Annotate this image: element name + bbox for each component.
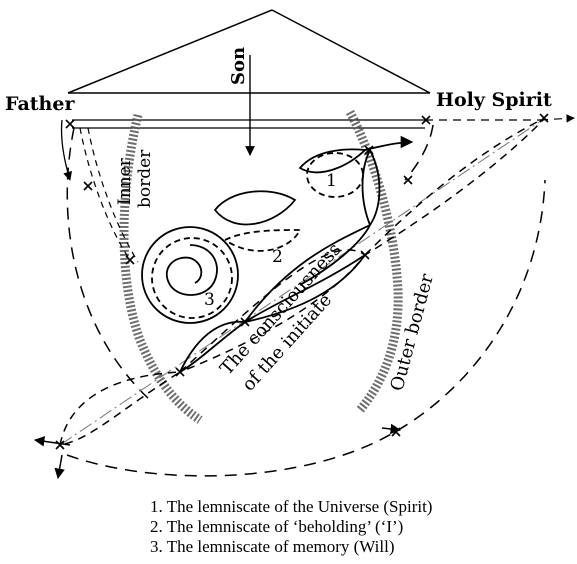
down-arrow bbox=[58, 455, 62, 478]
legend-item-3: 3. The lemniscate of memory (Will) bbox=[150, 537, 550, 557]
father-label: Father bbox=[5, 93, 75, 115]
legend: 1. The lemniscate of the Universe (Spiri… bbox=[150, 497, 550, 557]
upper-crossbar bbox=[72, 118, 574, 128]
trinity-triangle bbox=[68, 10, 430, 93]
left-arrow bbox=[35, 440, 70, 445]
legend-item-1: 1. The lemniscate of the Universe (Spiri… bbox=[150, 497, 550, 517]
lemniscate-2 bbox=[215, 191, 300, 251]
legend-item-2: 2. The lemniscate of ‘beholding’ (‘I’) bbox=[150, 517, 550, 537]
number-2: 2 bbox=[272, 247, 283, 267]
holy-spirit-label: Holy Spirit bbox=[436, 89, 552, 111]
lemniscate-3 bbox=[142, 227, 238, 323]
lemniscate-1 bbox=[300, 142, 412, 197]
number-1: 1 bbox=[326, 171, 337, 191]
inner-border-label-2: border bbox=[135, 149, 155, 208]
inner-border-label-1: Inner bbox=[115, 157, 135, 205]
son-label: Son bbox=[228, 47, 249, 85]
lemniscate-diagram: Father Holy Spirit Son Inner border Oute… bbox=[0, 0, 577, 490]
number-3: 3 bbox=[204, 290, 215, 310]
